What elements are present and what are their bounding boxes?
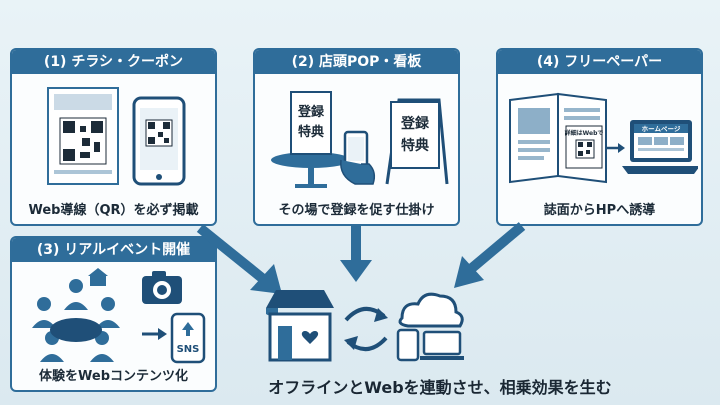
signboard-text-2: 特典 — [401, 137, 429, 154]
magazine-icon: 詳細はWebで — [509, 92, 607, 184]
panel-caption: Web導線（QR）を必ず掲載 — [28, 203, 199, 218]
panel-flyer-coupon: (1) チラシ・クーポン — [10, 48, 217, 226]
table-pop-icon: 登録 特典 — [271, 91, 351, 188]
laptop-icon: ホームページ — [622, 120, 698, 174]
arrow-right-icon — [142, 328, 167, 340]
pop-sign-text-2: 特典 — [298, 124, 324, 140]
camera-icon — [142, 271, 182, 304]
panel-header: (3) リアルイベント開催 — [12, 238, 215, 262]
people-group-icon — [32, 279, 120, 362]
cloud-devices-icon — [396, 292, 464, 362]
panel-caption: 体験をWebコンテンツ化 — [39, 369, 188, 384]
flyer-icon — [47, 87, 119, 185]
footer-caption: オフラインとWebを連動させ、相乗効果を生む — [268, 378, 612, 397]
panel-free-paper: (4) フリーペーパー 詳細はWebで — [496, 48, 703, 226]
panel-header: (4) フリーペーパー — [498, 50, 701, 74]
store-pop-illustration: 登録 特典 登録 特典 — [269, 80, 449, 192]
panel-caption: 誌面からHPへ誘導 — [543, 203, 656, 218]
arrow-from-pop — [340, 226, 372, 282]
sns-phone-icon: SNS — [170, 312, 206, 364]
booth-icon — [88, 268, 108, 286]
store-icon — [266, 290, 334, 362]
arrow-right-icon — [606, 143, 625, 153]
smartphone-icon — [132, 96, 186, 186]
signboard-icon: 登録 特典 — [385, 98, 449, 185]
event-illustration: SNS — [24, 268, 208, 364]
sns-label: SNS — [177, 344, 200, 355]
pop-sign-text-1: 登録 — [297, 104, 325, 120]
free-paper-illustration: 詳細はWebで ホームページ — [506, 86, 698, 186]
center-cycle-illustration — [262, 282, 468, 372]
panel-header: (2) 店頭POP・看板 — [255, 50, 458, 74]
laptop-screen-label: ホームページ — [642, 125, 681, 133]
magazine-page-label: 詳細はWebで — [565, 129, 604, 137]
panel-real-event: (3) リアルイベント開催 — [10, 236, 217, 392]
arrow-from-paper — [454, 222, 526, 288]
panel-store-pop: (2) 店頭POP・看板 登録 特典 登録 特 — [253, 48, 460, 226]
panel-caption: その場で登録を促す仕掛け — [278, 203, 435, 218]
signboard-text-1: 登録 — [400, 115, 430, 132]
flyer-qr-illustration — [42, 82, 192, 190]
panel-header: (1) チラシ・クーポン — [12, 50, 215, 74]
hand-phone-icon — [340, 130, 376, 185]
